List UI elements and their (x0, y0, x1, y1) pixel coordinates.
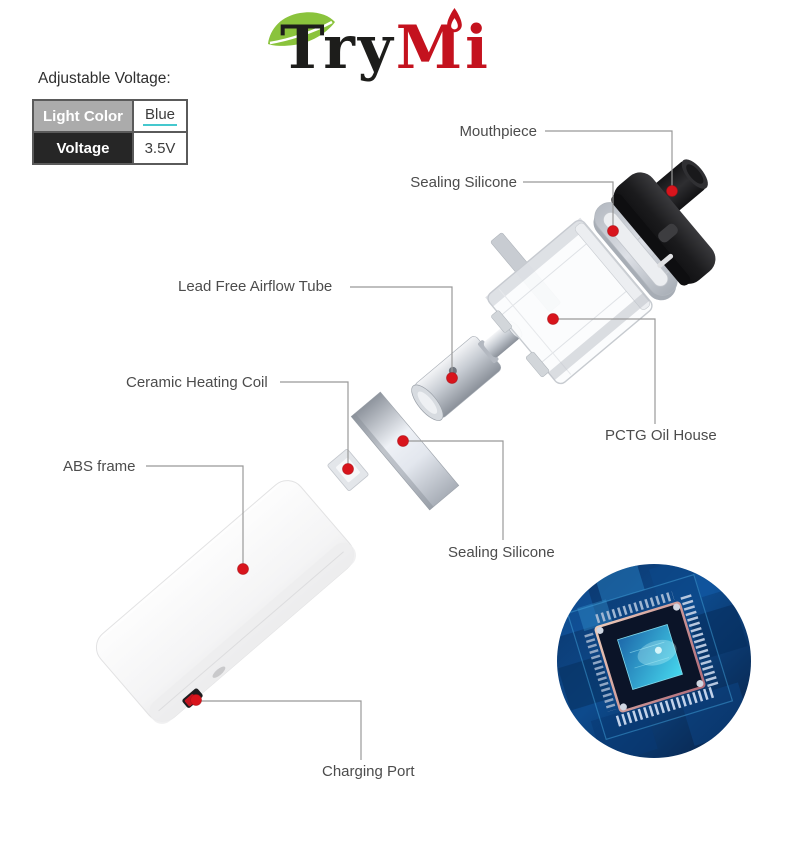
brand-name: TryMi (280, 18, 491, 78)
sealing-top-leader-line (523, 181, 614, 231)
abs-dot (237, 563, 249, 575)
light-color-label: Light Color (33, 100, 133, 132)
coil-dot (342, 463, 354, 475)
sealing-bottom-dot (397, 435, 409, 447)
sealing-silicone-bottom-part (350, 391, 460, 511)
pctg-dot (547, 313, 559, 325)
airflow-dot (446, 372, 458, 384)
chip-photo (557, 564, 751, 758)
voltage-table: Light Color Blue Voltage 3.5V (32, 99, 188, 165)
brand-name-black: Try (280, 13, 396, 83)
leader-lines (146, 130, 673, 760)
abs-leader-line (146, 465, 244, 566)
marker-dots (190, 185, 678, 706)
label-airflow-tube: Lead Free Airflow Tube (178, 278, 333, 295)
voltage-label: Voltage (33, 132, 133, 164)
coil-leader-line (280, 381, 349, 466)
brand-logo: TryMi (268, 6, 508, 92)
airflow-leader-line (350, 286, 453, 374)
voltage-value: 3.5V (133, 132, 187, 164)
label-abs-frame: ABS frame (63, 458, 136, 475)
voltage-panel-title: Adjustable Voltage: (38, 70, 171, 87)
label-charging-port: Charging Port (322, 763, 415, 780)
mouthpiece-dot (666, 185, 678, 197)
pctg-leader-line (553, 318, 656, 424)
mouthpiece-leader-line (545, 130, 673, 191)
charging-dot (190, 694, 202, 706)
label-mouthpiece: Mouthpiece (459, 123, 537, 140)
label-pctg-oil-house: PCTG Oil House (605, 427, 717, 444)
flame-icon (447, 8, 462, 33)
usb-slot-detail (212, 666, 226, 678)
leaf-icon (268, 12, 335, 46)
brand-name-red: Mi (395, 13, 491, 83)
light-color-value: Blue (133, 100, 187, 132)
sealing-top-dot (607, 225, 619, 237)
abs-frame-part (95, 480, 357, 724)
pctg-oil-house-part (485, 217, 653, 385)
label-heating-coil: Ceramic Heating Coil (126, 374, 268, 391)
sealing-bottom-leader-line (403, 440, 504, 540)
charging-leader-line (199, 700, 362, 760)
label-sealing-silicone-top: Sealing Silicone (410, 174, 517, 191)
label-sealing-silicone-bottom: Sealing Silicone (448, 544, 555, 561)
